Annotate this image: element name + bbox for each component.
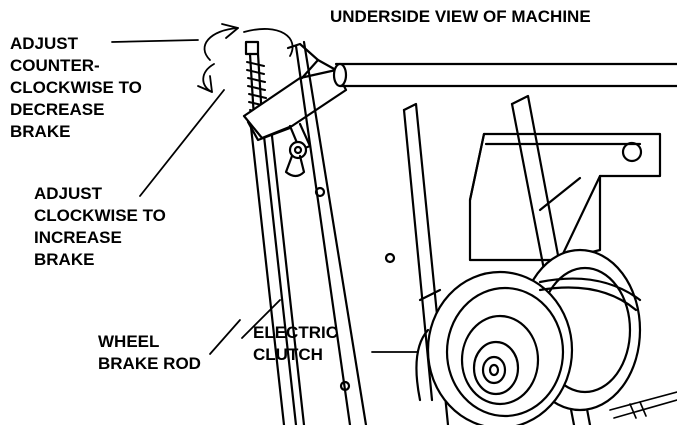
cable-fitting: [609, 391, 677, 419]
callout-line: BRAKE: [10, 122, 71, 141]
callout-line: BRAKE: [34, 250, 95, 269]
wheel-brake-rod: [248, 116, 306, 425]
callout-line: WHEEL: [98, 332, 160, 351]
callout-line: BRAKE ROD: [98, 354, 201, 373]
callout-clockwise: ADJUST CLOCKWISE TO INCREASE BRAKE: [34, 183, 166, 271]
leader-lines: [111, 39, 419, 355]
callout-line: ADJUST: [10, 34, 79, 53]
callout-line: ELECTRIC: [253, 323, 338, 342]
diagram-title: UNDERSIDE VIEW OF MACHINE: [330, 7, 591, 26]
engine-bracket: [468, 132, 662, 262]
cross-shaft: [332, 62, 677, 88]
rotation-arrow-icon: [197, 23, 294, 93]
callout-line: ADJUST: [34, 184, 103, 203]
frame-plate: [286, 40, 396, 425]
callout-line: DECREASE: [10, 100, 105, 119]
drive-belt: [538, 277, 642, 312]
callout-line: CLUTCH: [253, 345, 323, 364]
callout-line: INCREASE: [34, 228, 122, 247]
callout-wheel-brake-rod: WHEEL BRAKE ROD: [98, 331, 201, 375]
electric-clutch-pulley: [415, 270, 574, 425]
callout-line: CLOCKWISE TO: [34, 206, 166, 225]
callout-electric-clutch: ELECTRIC CLUTCH: [253, 322, 338, 366]
callout-counter-clockwise: ADJUST COUNTER- CLOCKWISE TO DECREASE BR…: [10, 33, 142, 143]
callout-line: COUNTER-: [10, 56, 100, 75]
callout-line: CLOCKWISE TO: [10, 78, 142, 97]
